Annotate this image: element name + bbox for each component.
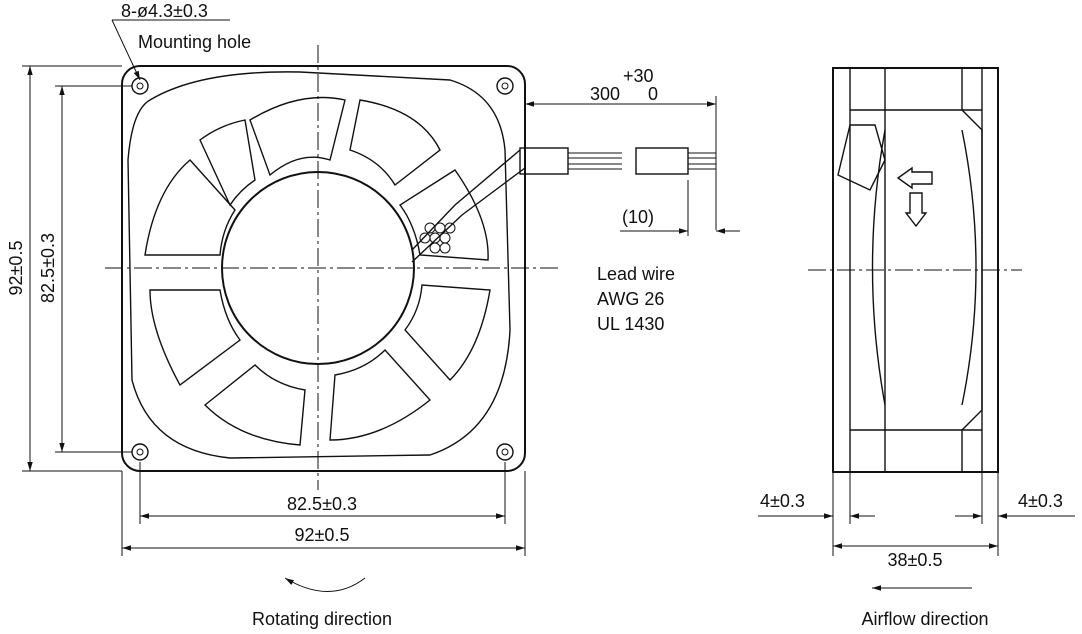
lead-wire-label: Lead wire [597,264,675,284]
mounting-hole-spec: 8-ø4.3±0.3 [121,1,208,21]
mounting-hole-label: Mounting hole [138,32,251,52]
mounting-hole-icon [131,77,514,461]
rotating-direction-label: Rotating direction [252,609,392,629]
lead-wire-bundle [519,147,716,175]
fan-blades [144,96,491,446]
width-pitch-dimension: 82.5±0.3 [287,494,357,514]
airflow-direction-label: Airflow direction [861,609,988,629]
airflow-indicator-icon [896,166,933,228]
flange-left-dimension: 4±0.3 [760,491,805,511]
lead-wire-gauge: AWG 26 [597,289,664,309]
fan-side-frame [832,67,999,473]
venturi-outline [127,71,511,459]
front-view: 300 +30 0 (10) Lead wire AWG 26 UL 1430 … [6,1,740,629]
strip-length: (10) [622,207,654,227]
lead-tol-plus: +30 [623,66,654,86]
flange-right-dimension: 4±0.3 [1018,491,1063,511]
width-outer-dimension: 92±0.5 [295,525,350,545]
height-pitch-dimension: 82.5±0.3 [38,233,58,303]
depth-dimension: 38±0.5 [888,550,943,570]
rotation-arrow-icon [284,577,366,592]
side-motor-strut [837,124,886,191]
lead-wire-exit-icon [411,149,526,263]
lead-wire-standard: UL 1430 [597,314,664,334]
height-outer-dimension: 92±0.5 [6,241,26,296]
lead-tol-minus: 0 [648,84,658,104]
side-view: 4±0.3 4±0.3 38±0.5 Airflow direction [758,67,1075,629]
lead-length: 300 [590,84,620,104]
